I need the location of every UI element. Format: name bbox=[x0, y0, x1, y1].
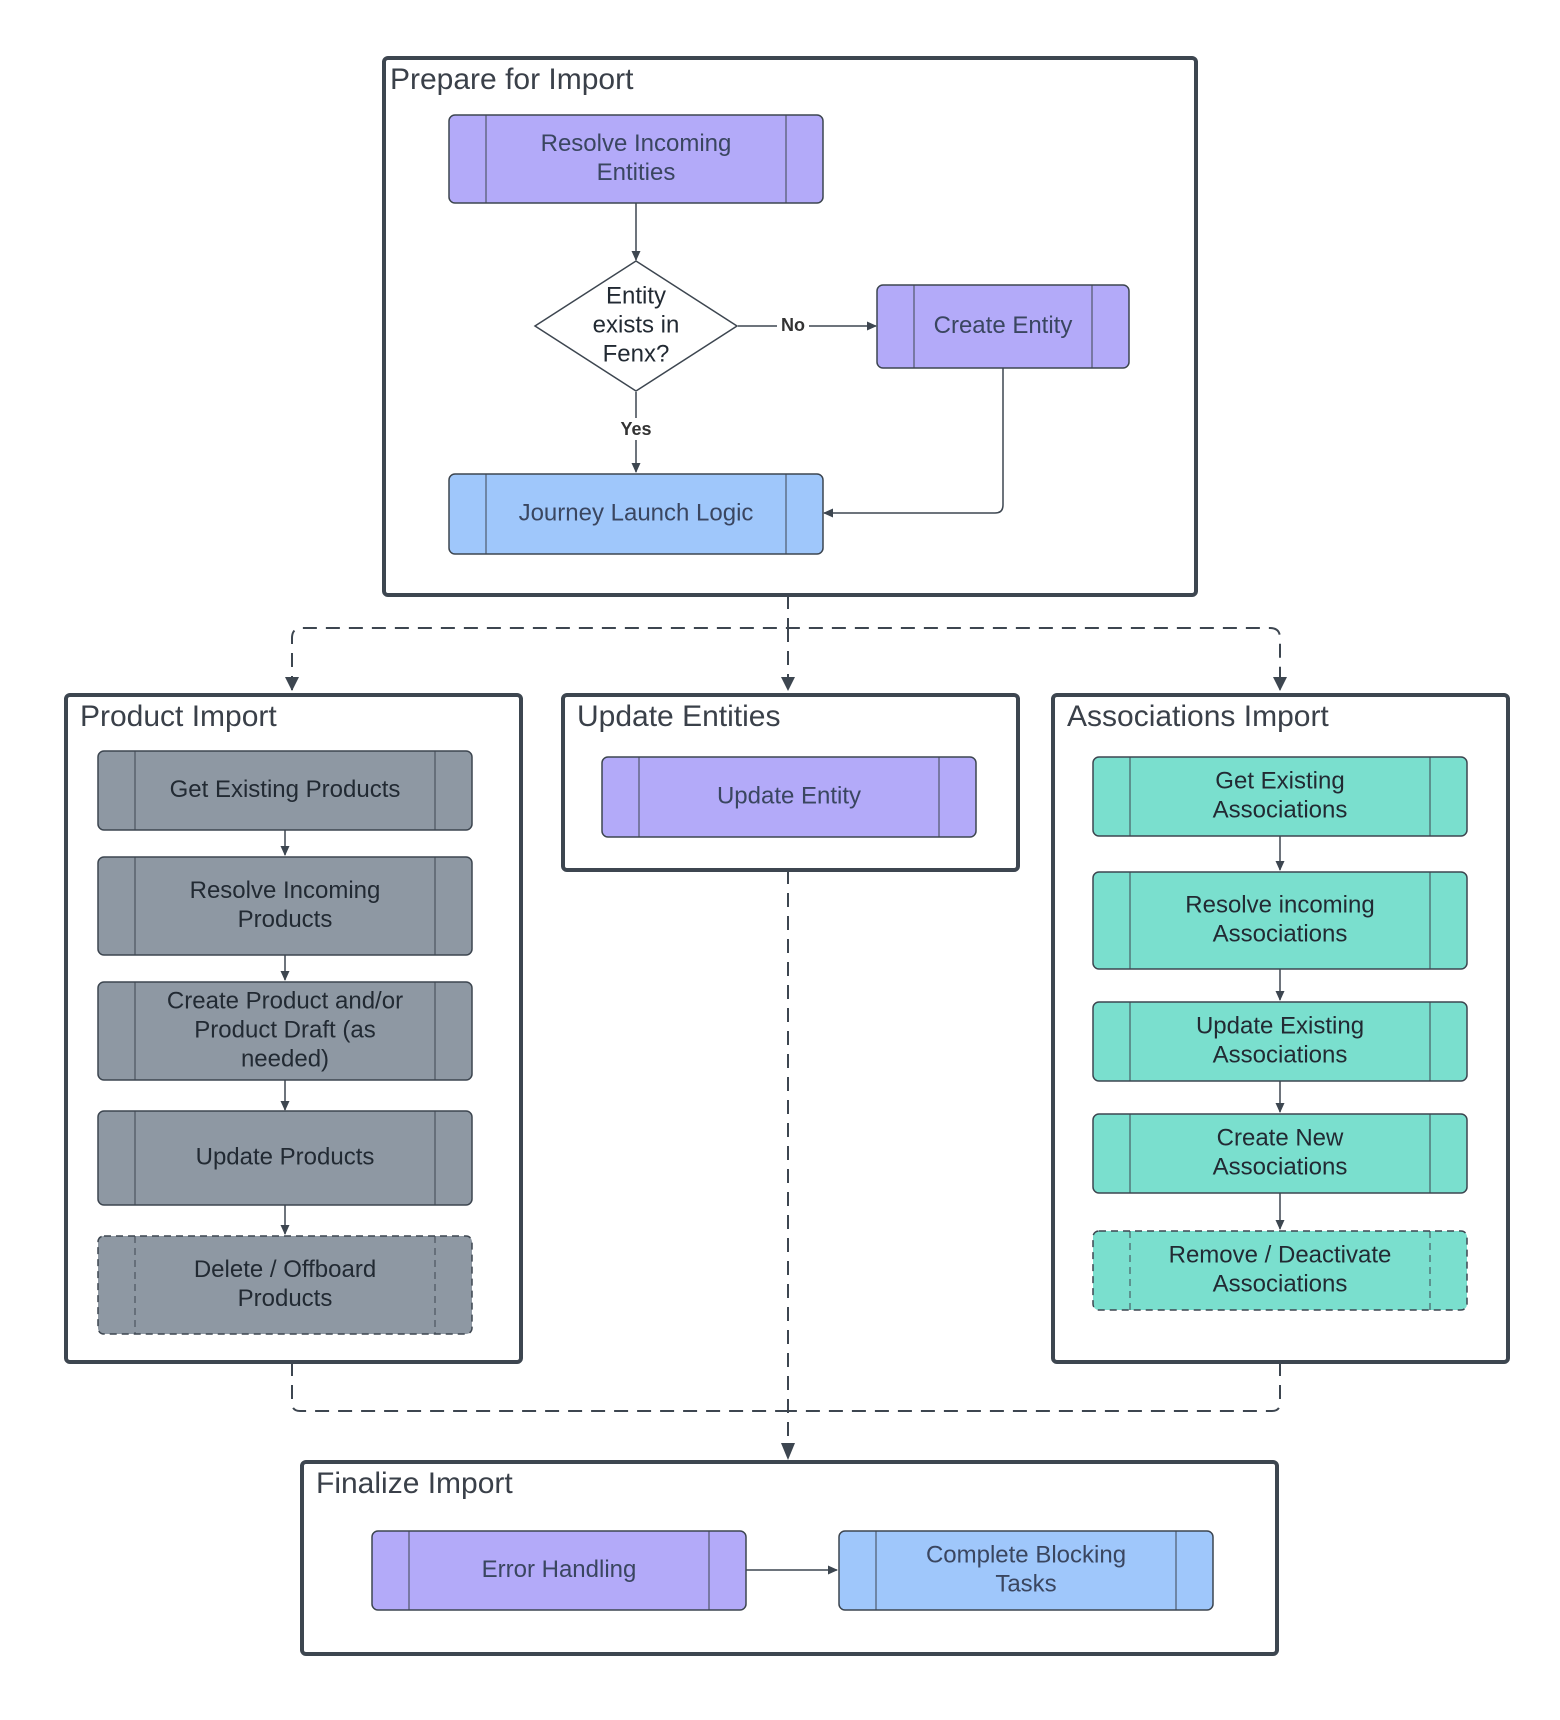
node-get-associations-shape bbox=[1092, 756, 1468, 837]
node-update-products-label: Update Products bbox=[196, 1143, 375, 1170]
node-create-associations-shape bbox=[1092, 1113, 1468, 1194]
edge-no-label-bg bbox=[777, 314, 809, 336]
node-resolve-associations-label: Resolve incoming bbox=[1185, 891, 1374, 918]
node-delete-products-label: Delete / Offboard bbox=[194, 1256, 376, 1283]
node-remove-associations-label: Associations bbox=[1213, 1270, 1348, 1297]
group-finalize-import-title: Finalize Import bbox=[316, 1467, 513, 1500]
node-get-products-shape bbox=[97, 750, 473, 831]
node-journey-launch-shape bbox=[448, 473, 824, 555]
node-resolve-entities-shape bbox=[448, 114, 824, 204]
node-resolve-associations-shape bbox=[1092, 871, 1468, 970]
node-resolve-associations-label: Associations bbox=[1213, 920, 1348, 947]
node-entity-exists-label: Fenx? bbox=[603, 340, 670, 367]
node-entity-exists-label: Entity bbox=[606, 282, 666, 309]
group-update-entities bbox=[561, 693, 1020, 872]
node-complete-tasks-shape bbox=[838, 1530, 1214, 1611]
node-delete-products-shape bbox=[97, 1235, 473, 1335]
arrowhead-split-left bbox=[285, 677, 299, 691]
node-entity-exists-shape bbox=[533, 260, 739, 392]
group-finalize-import bbox=[300, 1460, 1279, 1656]
node-resolve-entities-label: Resolve Incoming bbox=[541, 130, 732, 157]
arrowhead-split-right bbox=[1273, 677, 1287, 691]
node-remove-associations-shape bbox=[1092, 1230, 1468, 1311]
edge-yes-label-bg bbox=[616, 418, 656, 440]
node-update-entity-label: Update Entity bbox=[717, 782, 861, 809]
group-product-import-title: Product Import bbox=[80, 700, 277, 733]
node-get-products-label: Get Existing Products bbox=[170, 776, 401, 803]
arrowhead-merge-finalize bbox=[781, 1443, 795, 1460]
node-entity-exists-label: exists in bbox=[593, 311, 680, 338]
node-resolve-products-label: Resolve Incoming bbox=[190, 877, 381, 904]
node-error-handling: Error Handling bbox=[371, 1530, 747, 1611]
node-resolve-entities-label: Entities bbox=[597, 159, 676, 186]
group-product-import bbox=[64, 693, 523, 1364]
node-remove-associations-label: Remove / Deactivate bbox=[1169, 1241, 1392, 1268]
node-resolve-products-shape bbox=[97, 856, 473, 956]
group-associations-import-title: Associations Import bbox=[1067, 700, 1329, 733]
node-complete-tasks-label: Tasks bbox=[995, 1570, 1056, 1597]
group-prepare-for-import bbox=[382, 56, 1198, 597]
group-prepare-for-import-title: Prepare for Import bbox=[390, 63, 634, 96]
edge-create-entity-to-journey bbox=[823, 368, 1004, 518]
node-error-handling-label: Error Handling bbox=[482, 1556, 637, 1583]
node-update-associations-label: Associations bbox=[1213, 1041, 1348, 1068]
node-create-product-label: Create Product and/or bbox=[167, 987, 403, 1014]
node-create-entity-shape bbox=[876, 284, 1130, 369]
node-create-product-label: Product Draft (as bbox=[194, 1016, 375, 1043]
node-get-associations-label: Associations bbox=[1213, 796, 1348, 823]
dashed-associations-to-finalize bbox=[788, 1362, 1281, 1412]
node-update-entity-shape bbox=[601, 756, 977, 838]
node-journey-launch-label: Journey Launch Logic bbox=[519, 499, 754, 526]
node-create-associations-label: Create New bbox=[1217, 1124, 1344, 1151]
node-delete-products-label: Products bbox=[238, 1285, 333, 1312]
node-update-entity: Update Entity bbox=[601, 756, 977, 838]
group-update-entities-title: Update Entities bbox=[577, 700, 780, 733]
node-create-entity-label: Create Entity bbox=[934, 312, 1073, 339]
node-get-associations-label: Get Existing bbox=[1215, 767, 1344, 794]
node-resolve-products-label: Products bbox=[238, 906, 333, 933]
node-create-associations-label: Associations bbox=[1213, 1153, 1348, 1180]
node-update-associations-shape bbox=[1092, 1001, 1468, 1082]
node-create-entity: Create Entity bbox=[876, 284, 1130, 369]
node-complete-tasks-label: Complete Blocking bbox=[926, 1541, 1126, 1568]
node-create-product-shape bbox=[97, 981, 473, 1081]
node-create-product-label: needed) bbox=[241, 1045, 329, 1072]
dashed-product-to-finalize bbox=[291, 1362, 788, 1412]
edge-yes-label: Yes bbox=[620, 419, 651, 439]
edge-no-label: No bbox=[781, 315, 805, 335]
node-get-products: Get Existing Products bbox=[97, 750, 473, 831]
dashed-split-bus bbox=[291, 595, 1281, 690]
node-error-handling-shape bbox=[371, 1530, 747, 1611]
node-update-associations-label: Update Existing bbox=[1196, 1012, 1364, 1039]
node-update-products-shape bbox=[97, 1110, 473, 1206]
arrowhead-split-center bbox=[781, 677, 795, 691]
node-update-products: Update Products bbox=[97, 1110, 473, 1206]
node-journey-launch: Journey Launch Logic bbox=[448, 473, 824, 555]
